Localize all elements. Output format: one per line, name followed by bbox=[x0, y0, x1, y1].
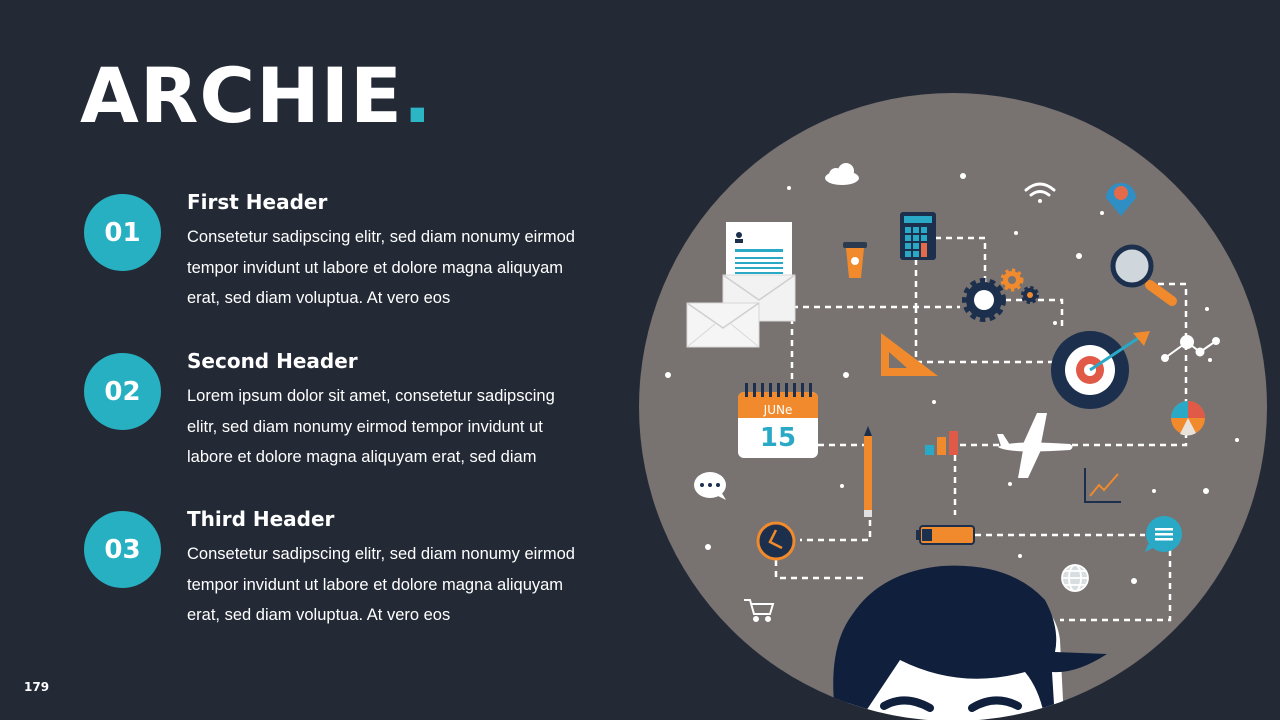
person-avatar bbox=[833, 565, 1107, 720]
calendar-day: 15 bbox=[760, 423, 796, 453]
section-header: Second Header bbox=[187, 349, 358, 373]
gears-icon bbox=[962, 268, 1039, 322]
coffee-cup-icon bbox=[843, 242, 867, 278]
section-number-badge: 02 bbox=[84, 353, 161, 430]
page-number: 179 bbox=[24, 680, 50, 694]
section-body: Lorem ipsum dolor sit amet, consetetur s… bbox=[187, 387, 555, 466]
pencil-icon bbox=[864, 426, 872, 517]
airplane-icon bbox=[997, 413, 1073, 478]
network-icon bbox=[1161, 335, 1220, 362]
section-number-badge: 03 bbox=[84, 511, 161, 588]
brand-title: ARCHIE. bbox=[80, 58, 433, 134]
chat-bubble-icon bbox=[694, 472, 726, 500]
magnifier-icon bbox=[1110, 244, 1177, 306]
line-chart-icon bbox=[1084, 468, 1121, 503]
calendar-month: JUNe bbox=[763, 403, 793, 417]
globe-icon bbox=[1061, 564, 1089, 592]
section-body: Consetetur sadipscing elitr, sed diam no… bbox=[187, 545, 575, 624]
calendar-icon: JUNe 15 bbox=[738, 383, 818, 458]
pie-chart-icon bbox=[1171, 401, 1205, 436]
envelope-icon bbox=[686, 274, 796, 348]
section-header: First Header bbox=[187, 190, 328, 214]
brand-name: ARCHIE bbox=[80, 51, 403, 140]
section-header: Third Header bbox=[187, 507, 335, 531]
battery-icon bbox=[916, 525, 975, 545]
calculator-icon bbox=[900, 212, 936, 260]
wifi-icon bbox=[1024, 182, 1056, 203]
scatter-dots bbox=[665, 173, 1239, 644]
clock-icon bbox=[756, 521, 796, 561]
section-body: Consetetur sadipscing elitr, sed diam no… bbox=[187, 228, 575, 307]
message-icon bbox=[1145, 516, 1182, 552]
cloud-icon bbox=[825, 163, 859, 185]
location-pin-icon bbox=[1106, 183, 1136, 216]
target-icon bbox=[1051, 331, 1150, 409]
shopping-cart-icon bbox=[744, 599, 775, 622]
set-square-icon bbox=[881, 333, 938, 376]
brand-dot: . bbox=[402, 51, 433, 140]
section-number-badge: 01 bbox=[84, 194, 161, 271]
illustration-circle bbox=[639, 93, 1267, 720]
bar-chart-icon bbox=[925, 431, 958, 455]
